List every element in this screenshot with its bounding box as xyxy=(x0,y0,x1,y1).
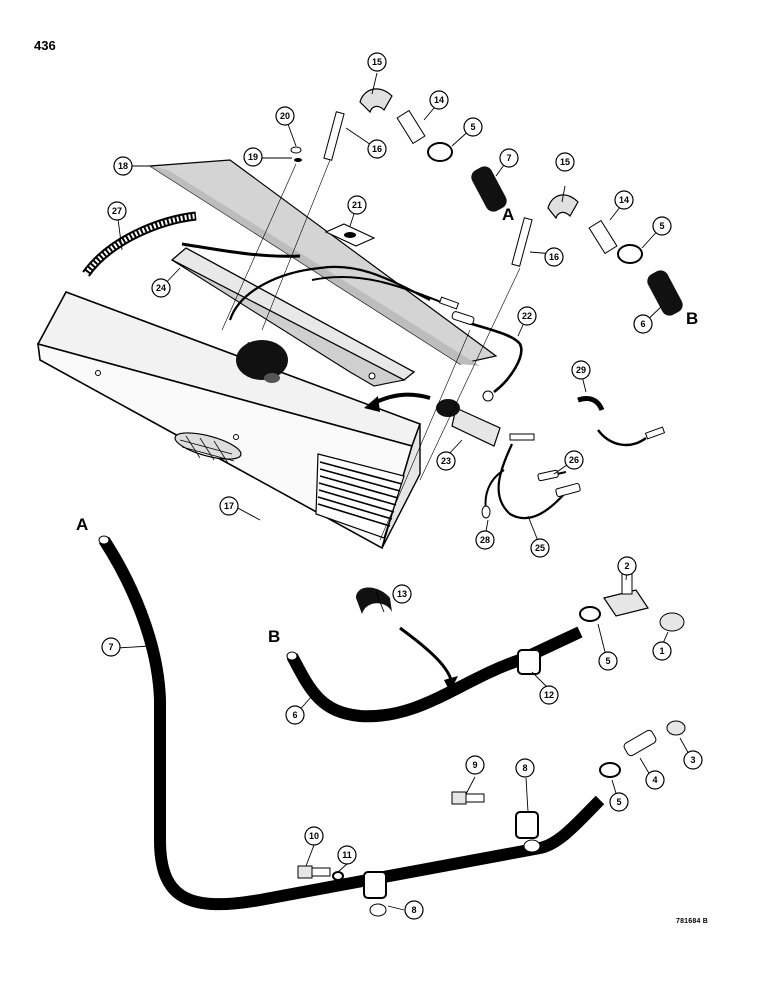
heater-housing xyxy=(36,291,422,550)
mounting-bracket xyxy=(170,247,416,387)
page-number: 436 xyxy=(34,38,56,53)
callout-22: 22 xyxy=(517,306,537,326)
heater-tube-b xyxy=(286,626,583,723)
svg-text:13: 13 xyxy=(397,589,407,599)
callout-10: 10 xyxy=(304,826,324,846)
callout-17: 17 xyxy=(219,496,239,516)
callout-11: 11 xyxy=(337,845,357,865)
callout-5c: 5 xyxy=(598,651,618,671)
callout-7a: 7 xyxy=(499,148,519,168)
connection-letter-b-bottom: B xyxy=(268,627,280,646)
svg-text:15: 15 xyxy=(560,157,570,167)
connection-letter-a-bottom: A xyxy=(76,515,88,534)
callout-8a: 8 xyxy=(515,758,535,778)
callout-13: 13 xyxy=(392,584,412,604)
svg-text:15: 15 xyxy=(372,57,382,67)
connection-letter-b-top: B xyxy=(686,309,698,328)
blower-switch xyxy=(364,392,535,447)
callout-26: 26 xyxy=(564,450,584,470)
callout-18: 18 xyxy=(113,156,133,176)
svg-text:12: 12 xyxy=(544,690,554,700)
callout-3: 3 xyxy=(683,750,703,770)
callout-16b: 16 xyxy=(544,247,564,267)
callout-8b: 8 xyxy=(404,900,424,920)
svg-text:5: 5 xyxy=(605,656,610,666)
svg-text:8: 8 xyxy=(411,905,416,915)
callout-15a: 15 xyxy=(367,52,387,72)
callout-23: 23 xyxy=(436,451,456,471)
callout-27: 27 xyxy=(107,201,127,221)
cover-plate xyxy=(148,159,498,366)
svg-text:20: 20 xyxy=(280,111,290,121)
callout-28: 28 xyxy=(475,530,495,550)
tee-fittings xyxy=(579,573,686,778)
svg-text:24: 24 xyxy=(156,283,166,293)
svg-text:11: 11 xyxy=(342,850,352,860)
svg-text:4: 4 xyxy=(652,775,657,785)
svg-text:5: 5 xyxy=(616,797,621,807)
svg-text:21: 21 xyxy=(352,200,362,210)
callout-21: 21 xyxy=(347,195,367,215)
fittings-a xyxy=(290,88,507,212)
svg-text:6: 6 xyxy=(292,710,297,720)
callout-6b: 6 xyxy=(285,705,305,725)
callout-4: 4 xyxy=(645,770,665,790)
tube-clamps xyxy=(363,649,541,917)
svg-text:9: 9 xyxy=(472,760,477,770)
svg-text:7: 7 xyxy=(108,642,113,652)
heater-tube-a xyxy=(98,536,605,911)
fittings-b xyxy=(511,194,683,316)
figure-reference-code: 781684 B xyxy=(676,918,708,925)
svg-text:16: 16 xyxy=(372,144,382,154)
svg-text:17: 17 xyxy=(224,501,234,511)
callout-12: 12 xyxy=(539,685,559,705)
svg-text:14: 14 xyxy=(434,95,444,105)
callout-5b: 5 xyxy=(652,216,672,236)
svg-text:19: 19 xyxy=(248,152,258,162)
wire-harness xyxy=(465,320,523,394)
callout-7b: 7 xyxy=(101,637,121,657)
callout-24: 24 xyxy=(151,278,171,298)
svg-text:7: 7 xyxy=(506,153,511,163)
svg-text:16: 16 xyxy=(549,252,559,262)
clamp-part-13 xyxy=(356,587,392,614)
callout-25: 25 xyxy=(530,538,550,558)
callout-29: 29 xyxy=(571,360,591,380)
callout-14b: 14 xyxy=(614,190,634,210)
callout-5a: 5 xyxy=(463,117,483,137)
callout-5d: 5 xyxy=(609,792,629,812)
svg-text:25: 25 xyxy=(535,543,545,553)
callout-19: 19 xyxy=(243,147,263,167)
svg-text:8: 8 xyxy=(522,763,527,773)
connection-letter-a-top: A xyxy=(502,205,514,224)
svg-text:5: 5 xyxy=(470,122,475,132)
svg-text:22: 22 xyxy=(522,311,532,321)
callout-2: 2 xyxy=(617,556,637,576)
svg-text:18: 18 xyxy=(118,161,128,171)
svg-text:3: 3 xyxy=(690,755,695,765)
callout-14a: 14 xyxy=(429,90,449,110)
svg-text:2: 2 xyxy=(624,561,629,571)
svg-text:6: 6 xyxy=(640,319,645,329)
svg-text:23: 23 xyxy=(441,456,451,466)
svg-text:28: 28 xyxy=(480,535,490,545)
svg-text:27: 27 xyxy=(112,206,122,216)
svg-text:26: 26 xyxy=(569,455,579,465)
callout-6a: 6 xyxy=(633,314,653,334)
svg-text:5: 5 xyxy=(659,221,664,231)
svg-text:1: 1 xyxy=(659,646,664,656)
blower-motor xyxy=(236,340,288,383)
callout-15b: 15 xyxy=(555,152,575,172)
svg-text:29: 29 xyxy=(576,365,586,375)
callout-1: 1 xyxy=(652,641,672,661)
bolts xyxy=(297,791,485,881)
svg-text:14: 14 xyxy=(619,195,629,205)
callout-20: 20 xyxy=(275,106,295,126)
callout-9: 9 xyxy=(465,755,485,775)
svg-text:10: 10 xyxy=(309,831,319,841)
callout-16a: 16 xyxy=(367,139,387,159)
